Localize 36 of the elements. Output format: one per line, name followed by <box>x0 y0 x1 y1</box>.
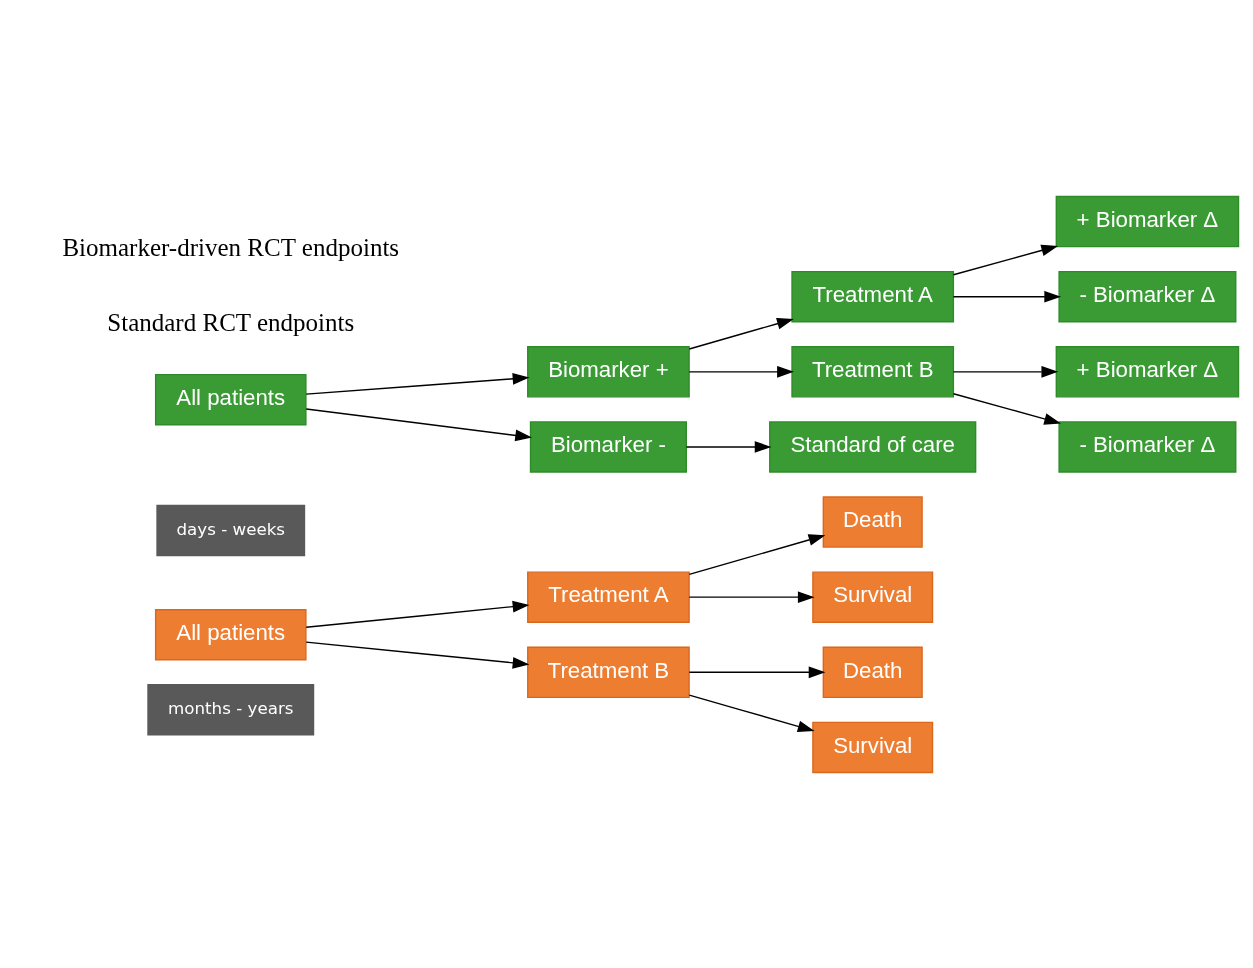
arrow <box>688 365 794 378</box>
arrow <box>688 665 826 678</box>
arrow <box>688 317 794 350</box>
node-box: + Biomarker Δ <box>1055 345 1240 398</box>
node-box: Death <box>822 495 923 548</box>
node-box: Biomarker + <box>527 345 690 398</box>
arrow <box>952 244 1059 275</box>
label: Standard RCT endpoints <box>107 308 355 336</box>
node-box: All patients <box>154 373 307 425</box>
node-box: Standard of care <box>769 420 977 473</box>
arrow <box>305 640 530 669</box>
arrow <box>305 372 530 395</box>
node-box: days - weeks <box>156 504 306 556</box>
arrow <box>688 533 826 575</box>
node-box: Treatment B <box>791 345 955 398</box>
label: Biomarker-driven RCT endpoints <box>62 233 400 261</box>
node-box: + Biomarker Δ <box>1055 195 1240 247</box>
node-box: - Biomarker Δ <box>1058 270 1237 322</box>
arrow <box>305 600 530 628</box>
node-box: Treatment B <box>527 646 690 698</box>
arrow <box>305 407 532 441</box>
node-box: Biomarker - <box>529 420 687 473</box>
node-box: - Biomarker Δ <box>1058 420 1237 473</box>
arrow <box>685 440 772 453</box>
node-box: Survival <box>812 721 934 773</box>
arrow <box>688 693 815 732</box>
node-box: months - years <box>147 683 315 736</box>
node-box: Treatment A <box>791 270 955 322</box>
node-box: Death <box>822 646 923 698</box>
node-box: Survival <box>812 570 934 623</box>
node-box: Treatment A <box>527 570 690 623</box>
node-box: All patients <box>154 608 307 660</box>
arrow <box>952 365 1059 378</box>
arrow <box>952 392 1061 425</box>
arrow <box>952 290 1062 303</box>
arrow <box>688 590 815 603</box>
